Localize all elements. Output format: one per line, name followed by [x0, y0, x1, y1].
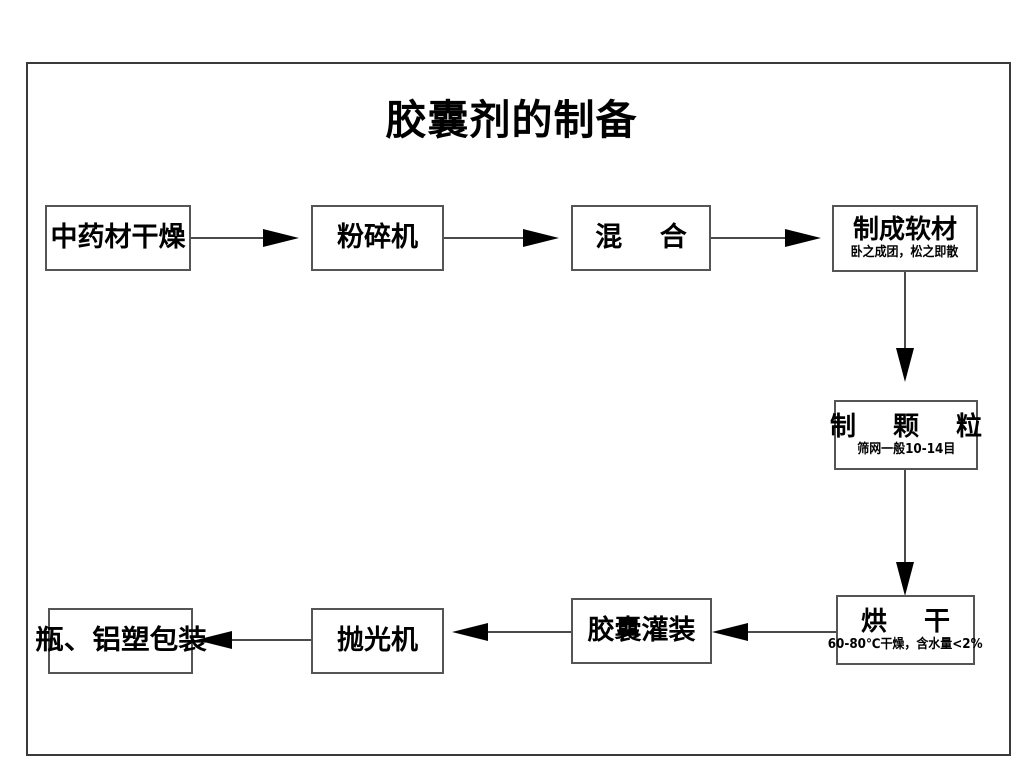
node-drying-herbs[interactable]: 中药材干燥	[45, 205, 191, 271]
edge-2-arrowhead	[523, 229, 559, 247]
edge-6-line	[748, 631, 836, 633]
node-label: 烘 干	[860, 606, 965, 637]
edge-5-arrowhead	[896, 562, 914, 596]
node-soft-material[interactable]: 制成软材 卧之成团，松之即散	[832, 205, 978, 272]
node-sublabel: 卧之成团，松之即散	[851, 245, 959, 261]
node-label: 制成软材	[852, 215, 957, 246]
edge-4-arrowhead	[896, 348, 914, 382]
edge-8-line	[232, 639, 311, 641]
node-label: 抛光机	[337, 624, 418, 656]
edge-7-line	[488, 631, 571, 633]
node-label: 粉碎机	[337, 221, 418, 253]
edge-3-arrowhead	[785, 229, 821, 247]
node-granulation[interactable]: 制 颗 粒 筛网一般10-14目	[830, 400, 982, 470]
edge-6-arrowhead	[712, 623, 748, 641]
node-label: 瓶、铝塑包装	[34, 624, 207, 656]
node-label: 中药材干燥	[50, 221, 186, 253]
node-mixing[interactable]: 混 合	[571, 205, 711, 271]
edge-1-arrowhead	[263, 229, 299, 247]
node-oven-drying[interactable]: 烘 干 60-80℃干燥，含水量<2%	[828, 595, 983, 665]
node-capsule-filling[interactable]: 胶囊灌装	[571, 598, 712, 664]
page-title: 胶囊剂的制备	[385, 96, 638, 144]
node-packaging[interactable]: 瓶、铝塑包装	[35, 608, 206, 674]
edge-3-line	[711, 237, 785, 239]
node-label: 胶囊灌装	[587, 614, 696, 646]
edge-4-line	[904, 272, 906, 350]
node-label: 制 颗 粒	[829, 411, 997, 442]
node-pulverizer[interactable]: 粉碎机	[311, 205, 444, 271]
node-label: 混 合	[595, 221, 701, 253]
node-sublabel: 60-80℃干燥，含水量<2%	[828, 636, 983, 652]
edge-2-line	[444, 237, 523, 239]
edge-1-line	[191, 237, 263, 239]
edge-5-line	[904, 470, 906, 564]
node-polishing-machine[interactable]: 抛光机	[311, 608, 444, 674]
edge-8-arrowhead	[196, 631, 232, 649]
edge-7-arrowhead	[452, 623, 488, 641]
node-sublabel: 筛网一般10-14目	[856, 441, 956, 457]
